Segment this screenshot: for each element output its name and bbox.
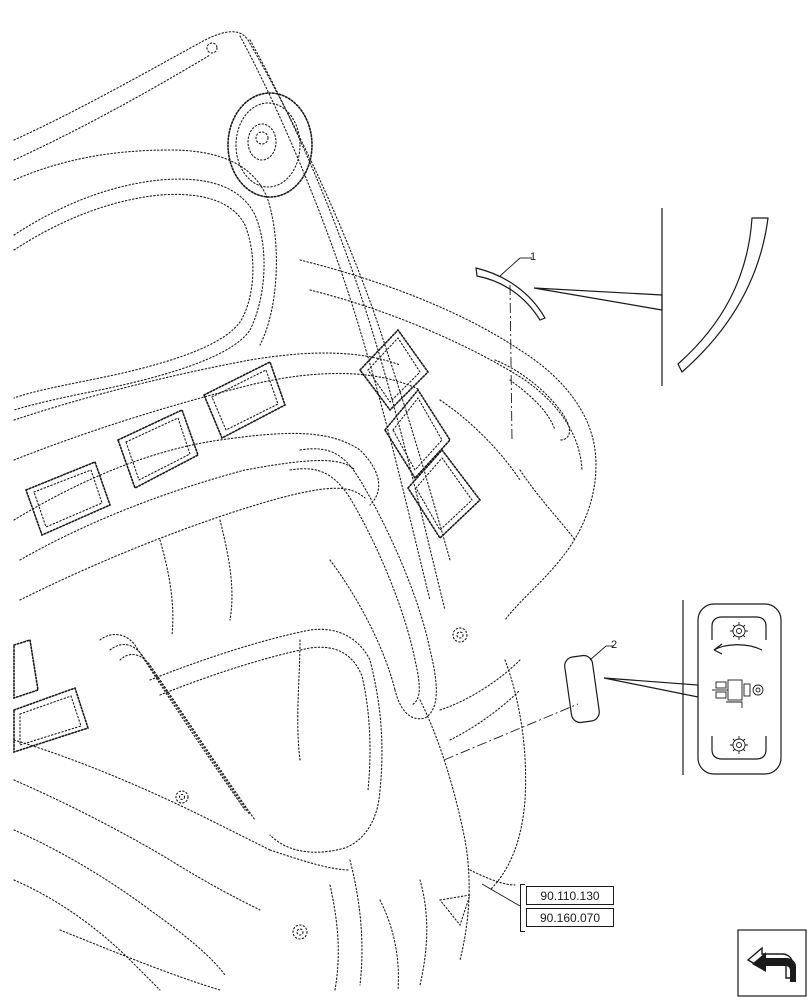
decal-1-part [475, 267, 546, 321]
cab-dashboard-drawing [13, 31, 597, 991]
callout-2-label: 2 [611, 639, 617, 651]
decal-2-part [564, 654, 600, 724]
reference-link-1[interactable]: 90.110.130 [526, 886, 614, 905]
decal-1-detail [677, 217, 769, 373]
next-page-arrow-icon[interactable] [737, 929, 807, 997]
reference-link-2[interactable]: 90.160.070 [526, 908, 614, 927]
transmission-control-decal-icon [697, 603, 782, 775]
decal-1-group [475, 208, 769, 441]
rotate-arrow-icon [713, 644, 763, 651]
decal-2-group [443, 600, 699, 775]
tractor-drive-icon [712, 679, 764, 708]
gear-icon [730, 736, 748, 754]
reference-bracket [520, 884, 525, 932]
gear-icon [730, 622, 748, 640]
callout-1-label: 1 [530, 251, 536, 263]
